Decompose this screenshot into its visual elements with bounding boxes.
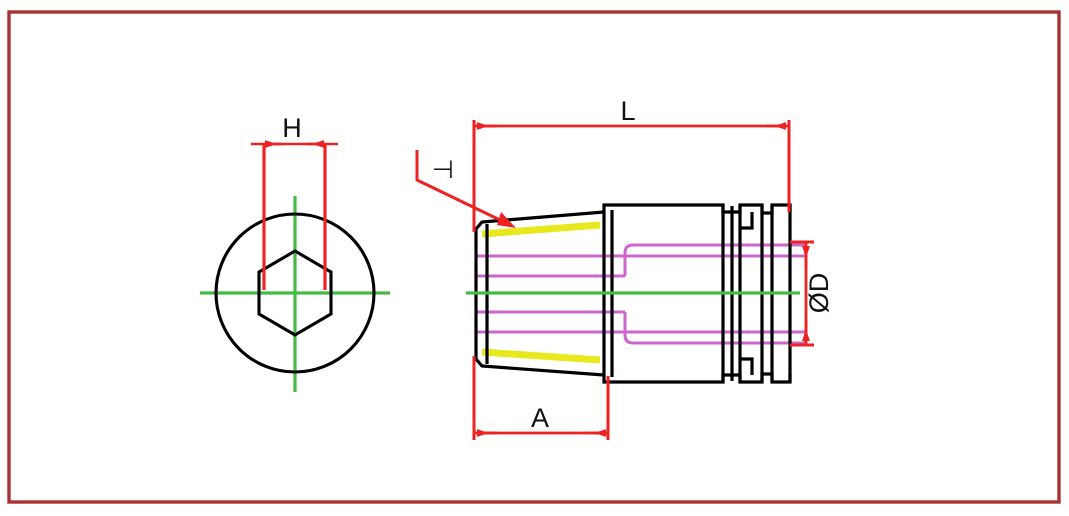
- h-dimension-label: H: [282, 113, 302, 143]
- a-dimension: A: [472, 356, 610, 440]
- front-view-outer-circle: [214, 212, 376, 374]
- chamfer-leader: ⊣: [415, 150, 516, 228]
- bore-hidden-lines: [476, 243, 806, 345]
- l-dimension: L: [472, 96, 791, 232]
- l-dimension-label: L: [620, 96, 635, 126]
- chamfer-leader-line: [415, 150, 501, 222]
- groove-notch-top: [740, 212, 754, 230]
- bore-counterbore-bottom: [623, 312, 806, 345]
- diameter-dimension: ØD: [790, 240, 834, 347]
- taper-highlight-bottom: [481, 348, 601, 364]
- chamfer-leader-symbol: ⊣: [432, 156, 454, 184]
- front-view-hexagon-socket: [257, 249, 333, 337]
- front-view: H: [200, 113, 390, 392]
- diameter-dimension-label: ØD: [804, 273, 834, 314]
- chamfer-leader-arrowhead: [497, 212, 516, 228]
- taper-highlight-top: [481, 221, 601, 238]
- nose-profile-top: [474, 203, 792, 231]
- groove-notch-bottom: [740, 357, 754, 375]
- side-section-view: L A ØD: [415, 96, 834, 440]
- bore-counterbore-top: [623, 243, 806, 276]
- a-dimension-label: A: [531, 403, 549, 433]
- drawing-border: [7, 10, 1061, 504]
- nose-profile-bottom: [474, 357, 792, 384]
